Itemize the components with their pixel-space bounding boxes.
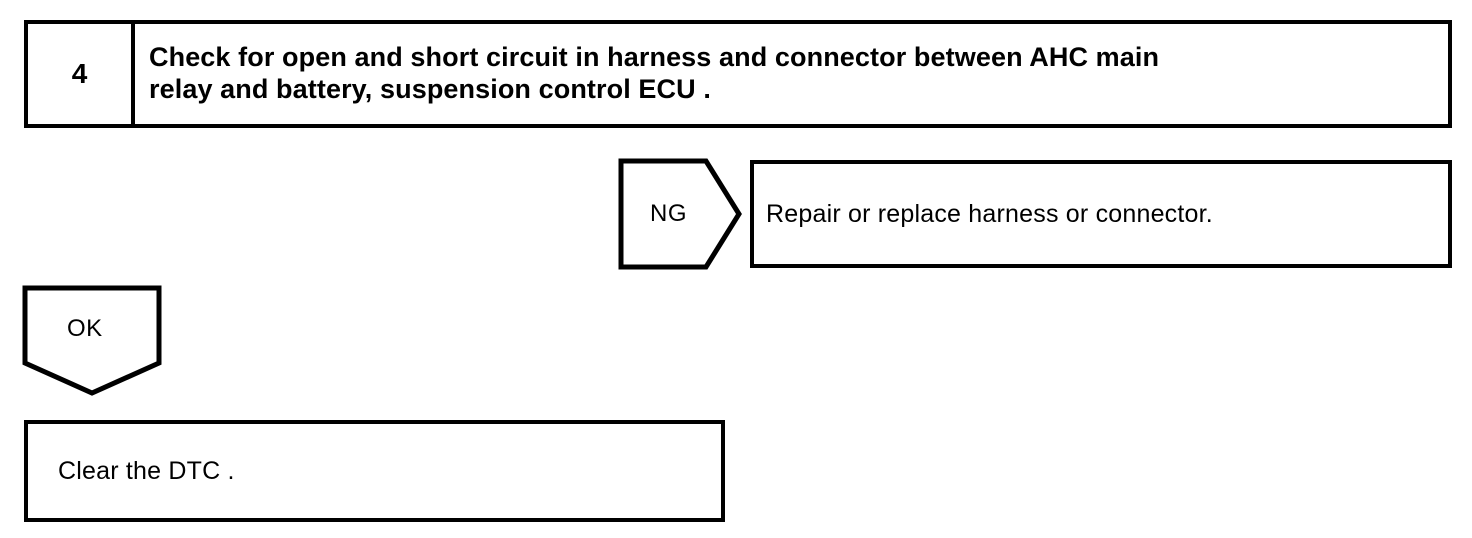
step-row: 4 Check for open and short circuit in ha… [24,20,1452,128]
step-instruction-cell: Check for open and short circuit in harn… [135,24,1448,124]
arrow-down-pentagon-icon [22,285,162,396]
ok-judgement-arrow: OK [22,285,162,397]
repair-result-box: Repair or replace harness or connector. [750,160,1452,268]
ng-judgement-arrow: NG [618,158,742,270]
ng-label: NG [650,200,687,227]
clear-dtc-text: Clear the DTC . [58,457,235,485]
clear-dtc-box: Clear the DTC . [24,420,725,522]
step-instruction-text: Check for open and short circuit in harn… [149,41,1160,104]
arrow-right-pentagon-icon [618,158,742,270]
step-number: 4 [71,58,88,89]
repair-result-text: Repair or replace harness or connector. [766,200,1213,228]
ok-label: OK [67,315,103,342]
step-number-cell: 4 [28,24,135,124]
